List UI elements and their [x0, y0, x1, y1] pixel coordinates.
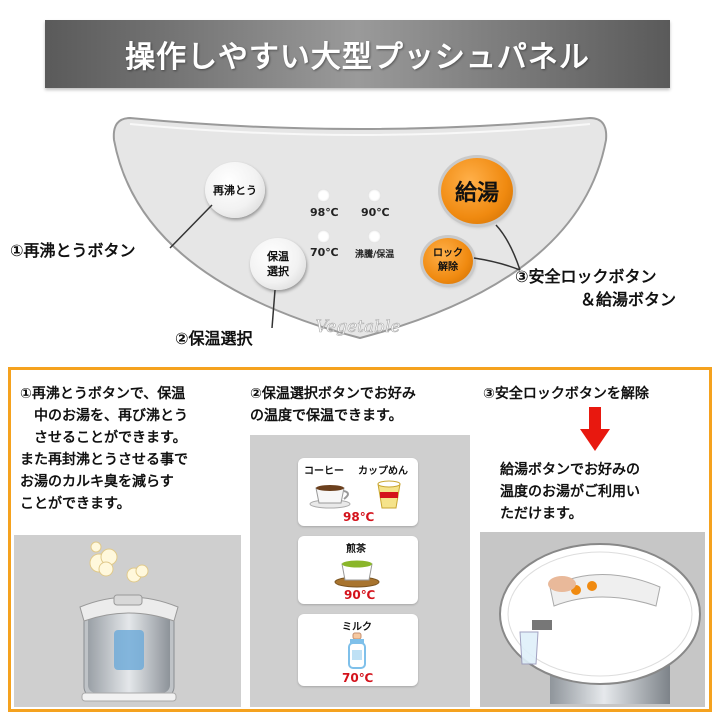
temp-card-90: 煎茶 90℃ — [298, 536, 418, 604]
col1-line: お湯のカルキ臭を減らす — [20, 474, 174, 490]
column-1-text: ①再沸とうボタンで、保温 中のお湯を、再び沸とう させることができます。 また再… — [20, 383, 245, 515]
callout-lines — [169, 204, 521, 329]
lock-label-2: 解除 — [438, 262, 458, 273]
card-label-sencha: 煎茶 — [346, 544, 366, 555]
card-temp-90: 90℃ — [344, 588, 376, 602]
led-98 — [317, 189, 330, 202]
led-70 — [317, 230, 330, 243]
col2-line: の温度で保温できます。 — [250, 408, 403, 424]
col2-line: ②保温選択ボタンでお好み — [250, 386, 416, 402]
temp-card-98: コーヒー カップめん 98℃ — [298, 458, 418, 526]
keep-warm-callout: ②保温選択 — [175, 329, 253, 348]
led-reboil-keep — [368, 230, 381, 243]
col3-line: ③安全ロックボタンを解除 — [483, 386, 649, 402]
reboil-button[interactable]: 再沸とう — [205, 162, 265, 218]
card-label-cupnoodle: カップめん — [358, 466, 408, 477]
column-3-photo-area — [480, 532, 705, 707]
dispense-photo-illustration — [499, 543, 701, 704]
keep-warm-label-1: 保温 — [267, 250, 289, 263]
temp-70-label: 70℃ — [310, 246, 339, 259]
col1-line: ①再沸とうボタンで、保温 — [20, 386, 186, 402]
column-3-text: 給湯ボタンでお好みの 温度のお湯がご利用い ただけます。 — [500, 459, 710, 525]
col3-sub-line: ただけます。 — [500, 506, 583, 522]
down-arrow-icon — [580, 407, 610, 451]
column-2-text: ②保温選択ボタンでお好み の温度で保温できます。 — [250, 383, 475, 427]
keep-warm-button[interactable]: 保温 選択 — [250, 238, 306, 290]
green-tea-icon — [334, 560, 380, 588]
page-title: 操作しやすい大型プッシュパネル — [125, 40, 590, 75]
kettle-steam-illustration — [79, 541, 179, 702]
reboil-callout: ①再沸とうボタン — [10, 241, 136, 260]
col3-sub-line: 温度のお湯がご利用い — [500, 484, 640, 500]
column-1-photo-area — [14, 535, 241, 707]
col1-line: させることができます。 — [34, 430, 187, 446]
led-90 — [368, 189, 381, 202]
card-label-milk: ミルク — [342, 622, 372, 633]
header-banner: 操作しやすい大型プッシュパネル — [45, 20, 670, 88]
card-temp-70: 70℃ — [342, 671, 374, 685]
card-label-coffee: コーヒー — [304, 466, 344, 477]
milk-bottle-icon — [348, 632, 366, 669]
col3-sub-line: 給湯ボタンでお好みの — [500, 462, 640, 478]
col1-line: また再封沸とうさせる事で — [20, 452, 188, 468]
col1-line: ことができます。 — [20, 496, 131, 512]
brand-logo: Vegetable — [315, 317, 400, 337]
lock-callout-line2: ＆給湯ボタン — [580, 290, 677, 309]
lock-callout-line1: ③安全ロックボタン — [515, 267, 657, 286]
temp-card-70: ミルク 70℃ — [298, 614, 418, 686]
temp-90-label: 90℃ — [361, 206, 390, 219]
lock-release-button[interactable]: ロック 解除 — [423, 238, 473, 284]
keep-warm-label-2: 選択 — [267, 265, 289, 278]
reboil-button-label: 再沸とう — [213, 183, 257, 197]
dispense-button-label: 給湯 — [454, 181, 499, 206]
temp-98-label: 98℃ — [310, 206, 339, 219]
card-temp-98: 98℃ — [343, 510, 375, 524]
col1-line: 中のお湯を、再び沸とう — [34, 408, 188, 424]
reboil-keep-label: 沸騰/保温 — [355, 250, 395, 260]
column-3-title: ③安全ロックボタンを解除 — [483, 383, 708, 405]
coffee-cup-icon — [309, 480, 401, 509]
lock-label-1: ロック — [433, 248, 463, 259]
dispense-button[interactable]: 給湯 — [441, 158, 513, 224]
